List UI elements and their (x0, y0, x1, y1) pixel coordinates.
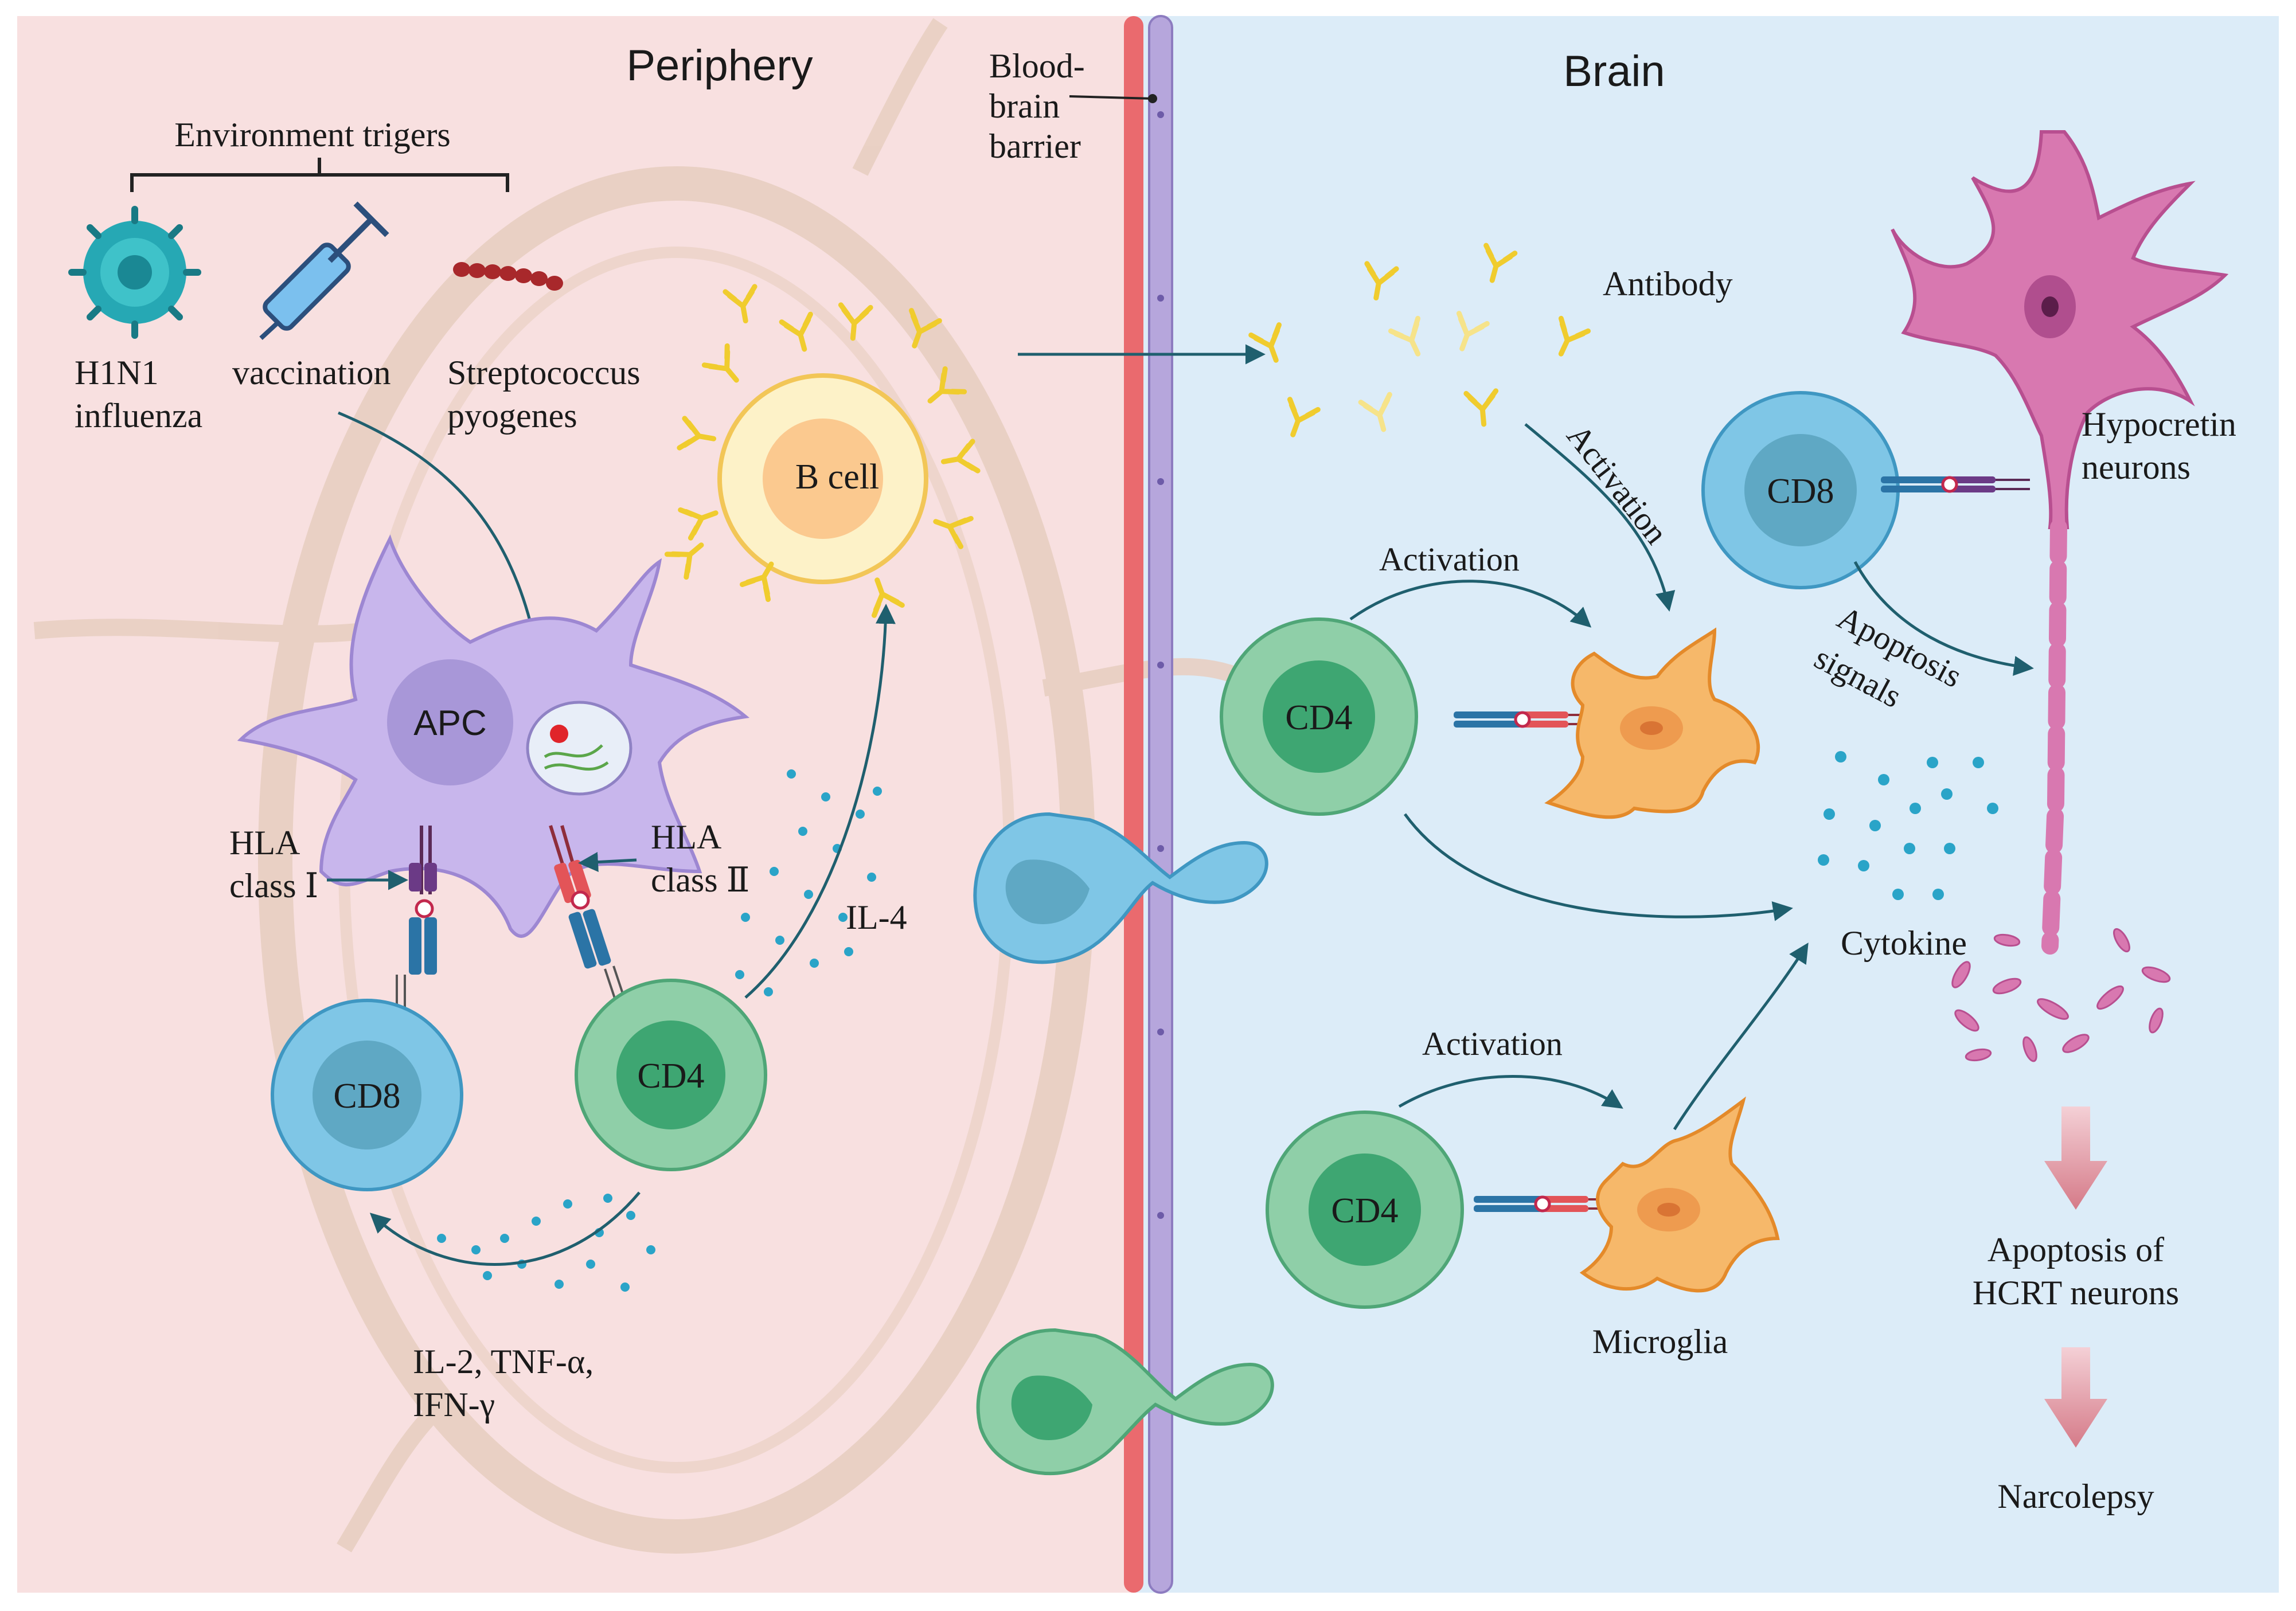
hla-class-1-receptor (396, 826, 437, 1015)
cd8-label-brain: CD8 (1767, 472, 1834, 511)
cytokine-label: Cytokine (1841, 924, 1967, 962)
outcome-arrow-1 (2044, 1106, 2107, 1210)
il2-arrow (369, 1191, 641, 1266)
migrating-cd4-cell (976, 1328, 1274, 1476)
brain-title: Brain (1563, 47, 1665, 96)
hla-2-class: class Ⅱ (651, 861, 749, 899)
bbb-label: Blood- brain barrier (989, 47, 1157, 165)
periphery-title: Periphery (626, 41, 813, 90)
activation-label-lower: Activation (1422, 1025, 1563, 1062)
narcolepsy-label: Narcolepsy (1997, 1477, 2154, 1515)
outcome-arrow-2 (2044, 1347, 2107, 1448)
cd4-cell-brain-lower (1266, 1111, 1464, 1309)
apoptosis-signal-arrow (1853, 561, 2034, 676)
microglia-to-cytokine-arrow (1673, 943, 1809, 1131)
hypocretin-neuron (1891, 130, 2229, 1062)
vaccination-label: vaccination (232, 354, 391, 392)
microglia-lower (1579, 1096, 1780, 1293)
streptococcus-label: Streptococcus (447, 354, 641, 392)
activation-label-upper: Activation (1379, 541, 1520, 578)
cd8-cell-periphery (271, 999, 463, 1191)
b-cell-label: B cell (795, 458, 879, 496)
cd4-cell-periphery (575, 979, 767, 1171)
il4-cytokine-dots (735, 769, 882, 996)
antibody-activation-arrow (1524, 423, 1676, 612)
apc-cell (237, 534, 750, 938)
cd4-label-periphery: CD4 (637, 1057, 704, 1096)
antibody-label: Antibody (1603, 265, 1733, 303)
svg-text:brain: brain (989, 87, 1060, 125)
activation-arrow-lower (1398, 1075, 1623, 1109)
migrating-cd8-cell (973, 812, 1268, 964)
hla-1-class: class Ⅰ (229, 867, 318, 905)
il4-arrow (744, 604, 896, 999)
hla-class-2-receptor (549, 825, 626, 1004)
brain-cytokine-dots (1818, 751, 1998, 900)
apc-label: APC (413, 703, 486, 743)
apoptosis-hcrt-label-2: HCRT neurons (1973, 1274, 2179, 1312)
il2-label: IL-2, TNF-α, (413, 1343, 593, 1381)
blood-brain-barrier (1124, 15, 1173, 1594)
activation-arrow-upper (1349, 580, 1592, 628)
cd8-label-periphery: CD8 (333, 1077, 400, 1116)
svg-text:Blood-: Blood- (989, 47, 1085, 85)
triggers-bracket (130, 158, 509, 192)
triggers-heading: Environment trigers (174, 116, 451, 154)
neurons-label: neurons (2082, 448, 2190, 486)
syringe-icon (259, 201, 389, 340)
cd8-cell-brain (1701, 391, 1900, 589)
il2-cytokine-dots (437, 1194, 655, 1292)
cd4-to-cytokine-arrow (1403, 813, 1793, 921)
influenza-label: influenza (75, 397, 202, 435)
microglia-upper (1544, 627, 1760, 819)
pyogenes-label: pyogenes (447, 397, 577, 435)
hypocretin-label: Hypocretin (2082, 405, 2236, 443)
svg-text:barrier: barrier (989, 127, 1081, 165)
cd4-label-brain-upper: CD4 (1285, 698, 1352, 737)
hla-1-label: HLA (229, 824, 300, 862)
hla-2-pointer (578, 852, 637, 873)
ifn-label: IFN-γ (413, 1386, 495, 1424)
b-cell (717, 373, 928, 584)
virus-icon (68, 206, 201, 339)
apoptosis-hcrt-label-1: Apoptosis of (1987, 1231, 2164, 1269)
streptococcus-icon (453, 262, 563, 291)
hla-2-label: HLA (651, 818, 721, 856)
h1n1-label: H1N1 (75, 354, 159, 392)
microglia-label: Microglia (1592, 1323, 1728, 1360)
il4-label: IL-4 (846, 898, 907, 936)
cd4-cell-brain-upper (1220, 617, 1418, 816)
receptor-complex-cd8 (1881, 476, 2030, 493)
cd4-label-brain-lower: CD4 (1331, 1191, 1398, 1230)
